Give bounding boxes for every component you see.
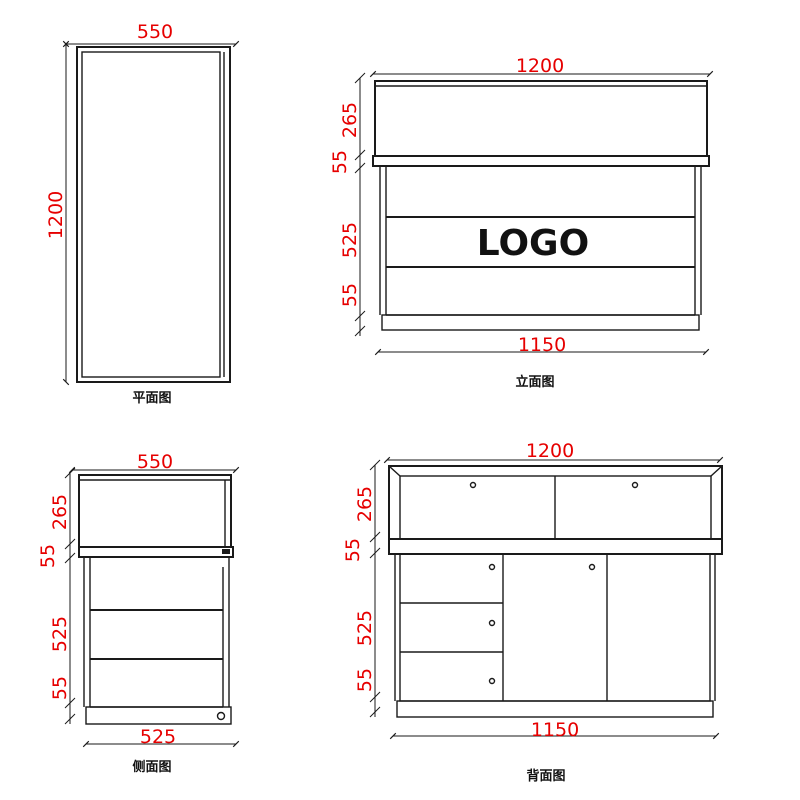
back-view: 1200 265 55 525 55 1150 背面图 [342, 440, 724, 784]
front-height-525: 525 [339, 222, 361, 258]
front-view: 1200 265 55 525 55 LOGO 1150 立面图 [329, 55, 714, 390]
front-display-case [374, 80, 708, 157]
back-lower-cabinet [399, 553, 711, 702]
back-left-lock-icon [469, 481, 477, 489]
back-height-55a: 55 [342, 538, 364, 562]
side-dim-tick [64, 538, 76, 550]
front-height-55a: 55 [329, 150, 351, 174]
side-bottom-width-label: 525 [140, 726, 176, 748]
plan-view-caption: 平面图 [132, 391, 171, 406]
back-right-lock-icon [631, 481, 639, 489]
plan-depth-label: 1200 [45, 191, 67, 239]
plan-view: 550 1200 平面图 [45, 21, 240, 406]
front-bottom-width-label: 1150 [518, 334, 566, 356]
side-lock-icon [216, 711, 226, 721]
back-bevel-tl [388, 465, 401, 477]
front-logo-text: LOGO [477, 223, 589, 264]
back-dim-tick [369, 547, 381, 559]
front-dim-tick [354, 325, 366, 337]
side-height-55b: 55 [49, 676, 71, 700]
front-dim-tick [354, 149, 366, 161]
plan-outer-frame [76, 46, 231, 383]
back-bottom-width-label: 1150 [531, 719, 579, 741]
front-dim-tick [354, 162, 366, 174]
back-dim-tick [369, 691, 381, 703]
side-top-clip [222, 549, 230, 554]
back-bevel-tr [710, 465, 723, 477]
side-height-55a: 55 [37, 544, 59, 568]
front-top-width-label: 1200 [516, 55, 564, 77]
back-drawer-1-knob-icon[interactable] [488, 563, 496, 571]
plan-width-label: 550 [137, 21, 173, 43]
back-drawer-2-knob-icon[interactable] [488, 619, 496, 627]
back-drawer-3-knob-icon[interactable] [488, 677, 496, 685]
side-view-caption: 侧面图 [132, 759, 171, 775]
back-height-525: 525 [354, 610, 376, 646]
side-counter-top [78, 546, 234, 558]
back-dim-tick [369, 706, 381, 718]
back-height-265: 265 [354, 486, 376, 522]
front-dim-tick [354, 72, 366, 84]
front-dim-tick [354, 310, 366, 322]
side-top-width-label: 550 [137, 451, 173, 473]
back-counter-top [388, 538, 723, 555]
back-top-width-label: 1200 [526, 440, 574, 462]
side-height-525: 525 [49, 616, 71, 652]
side-dim-tick [64, 697, 76, 709]
side-dim-tick [64, 552, 76, 564]
side-plinth [85, 706, 232, 725]
back-dim-tick [369, 459, 381, 471]
side-height-265: 265 [49, 494, 71, 530]
front-counter-top [372, 155, 710, 167]
side-display-case [78, 474, 232, 548]
back-plinth [396, 700, 714, 718]
side-dim-tick [64, 467, 76, 479]
front-view-caption: 立面图 [515, 374, 554, 390]
front-height-265: 265 [339, 102, 361, 138]
back-height-55b: 55 [354, 668, 376, 692]
back-view-caption: 背面图 [526, 768, 565, 784]
plan-glass-inner [81, 51, 221, 378]
front-height-55b: 55 [339, 283, 361, 307]
front-plinth [381, 314, 700, 331]
back-dim-tick [369, 531, 381, 543]
side-view: 550 265 55 525 55 525 侧面图 [37, 451, 240, 775]
side-dim-tick [64, 713, 76, 725]
back-door-knob-icon[interactable] [588, 563, 596, 571]
